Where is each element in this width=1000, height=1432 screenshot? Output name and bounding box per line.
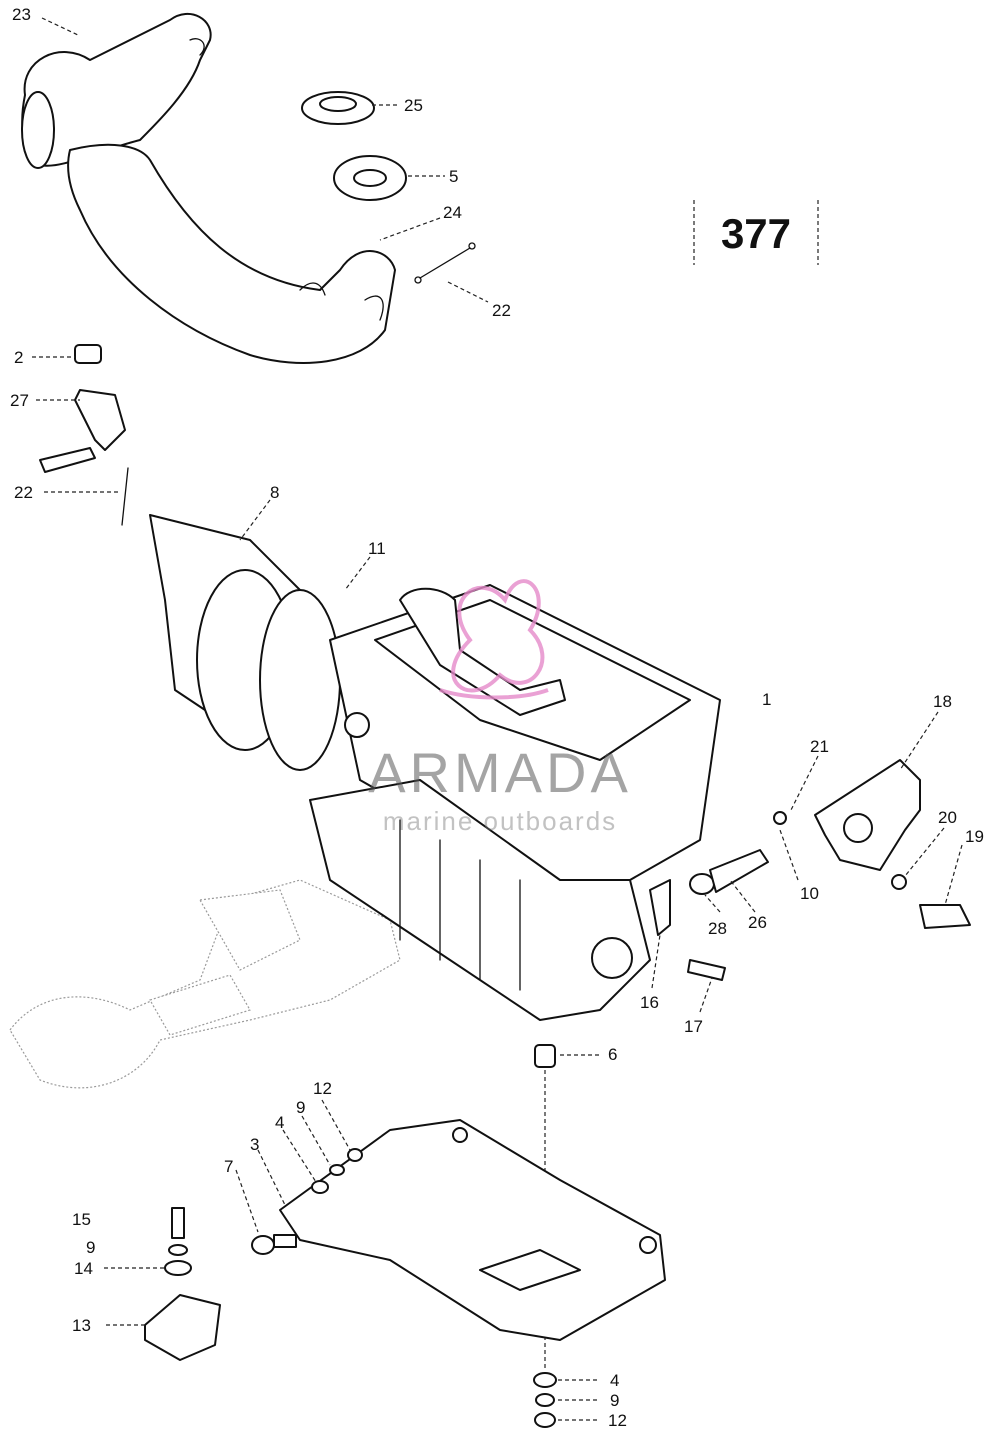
callout-17: 17 xyxy=(684,1017,703,1036)
callout-1: 1 xyxy=(762,690,771,709)
ghost-exhaust-assembly xyxy=(9,879,401,1089)
washer xyxy=(333,155,407,201)
callout-23: 23 xyxy=(12,5,31,24)
callout-8: 8 xyxy=(270,483,279,502)
page-number: 377 xyxy=(721,210,791,257)
watermark-brand: ARMADA xyxy=(368,741,632,804)
watermark-tagline: marine outboards xyxy=(383,806,617,836)
spring-top xyxy=(414,242,476,284)
callout-10: 10 xyxy=(800,884,819,903)
mount-bracket xyxy=(773,759,971,929)
spring-left xyxy=(121,467,129,526)
retainer-bolt xyxy=(649,879,726,981)
armada-logo-icon xyxy=(439,579,549,700)
tuned-pipe xyxy=(21,13,396,364)
callout-20: 20 xyxy=(938,808,957,827)
callout-4-upper: 4 xyxy=(275,1113,284,1132)
intake-boot xyxy=(149,514,341,771)
hardware-stack-bottom xyxy=(533,1372,557,1428)
callout-18: 18 xyxy=(933,692,952,711)
stud-spacer xyxy=(689,849,769,895)
callout-7: 7 xyxy=(224,1157,233,1176)
callout-21: 21 xyxy=(810,737,829,756)
callout-5: 5 xyxy=(449,167,458,186)
callout-22-left: 22 xyxy=(14,483,33,502)
callout-22-top: 22 xyxy=(492,301,511,320)
callout-9-mount: 9 xyxy=(86,1238,95,1257)
callout-16: 16 xyxy=(640,993,659,1012)
leader-lines xyxy=(32,17,963,1421)
callout-13: 13 xyxy=(72,1316,91,1335)
callout-12-lower: 12 xyxy=(608,1411,627,1430)
page-number-box: 377 xyxy=(693,200,819,265)
support-plate xyxy=(279,1119,666,1341)
watermark: ARMADA marine outboards xyxy=(368,579,632,836)
callout-3: 3 xyxy=(250,1135,259,1154)
callout-25: 25 xyxy=(404,96,423,115)
callout-19: 19 xyxy=(965,827,984,846)
callout-9-upper: 9 xyxy=(296,1098,305,1117)
callout-labels: 23 25 5 24 22 2 27 22 8 11 1 18 21 20 19… xyxy=(10,5,984,1430)
callout-28: 28 xyxy=(708,919,727,938)
callout-2: 2 xyxy=(14,348,23,367)
engine-mount-13 xyxy=(144,1207,221,1361)
callout-24: 24 xyxy=(443,203,462,222)
callout-11: 11 xyxy=(368,539,386,558)
callout-12-upper: 12 xyxy=(313,1079,332,1098)
callout-14: 14 xyxy=(74,1259,93,1278)
callout-27: 27 xyxy=(10,391,29,410)
callout-6: 6 xyxy=(608,1045,617,1064)
callout-4-lower: 4 xyxy=(610,1371,619,1390)
callout-15: 15 xyxy=(72,1210,91,1229)
callout-26: 26 xyxy=(748,913,767,932)
grommet xyxy=(301,91,375,125)
hardware-stack-left xyxy=(251,1148,363,1255)
bracket-assembly xyxy=(39,344,126,473)
callout-9-lower: 9 xyxy=(610,1391,619,1410)
